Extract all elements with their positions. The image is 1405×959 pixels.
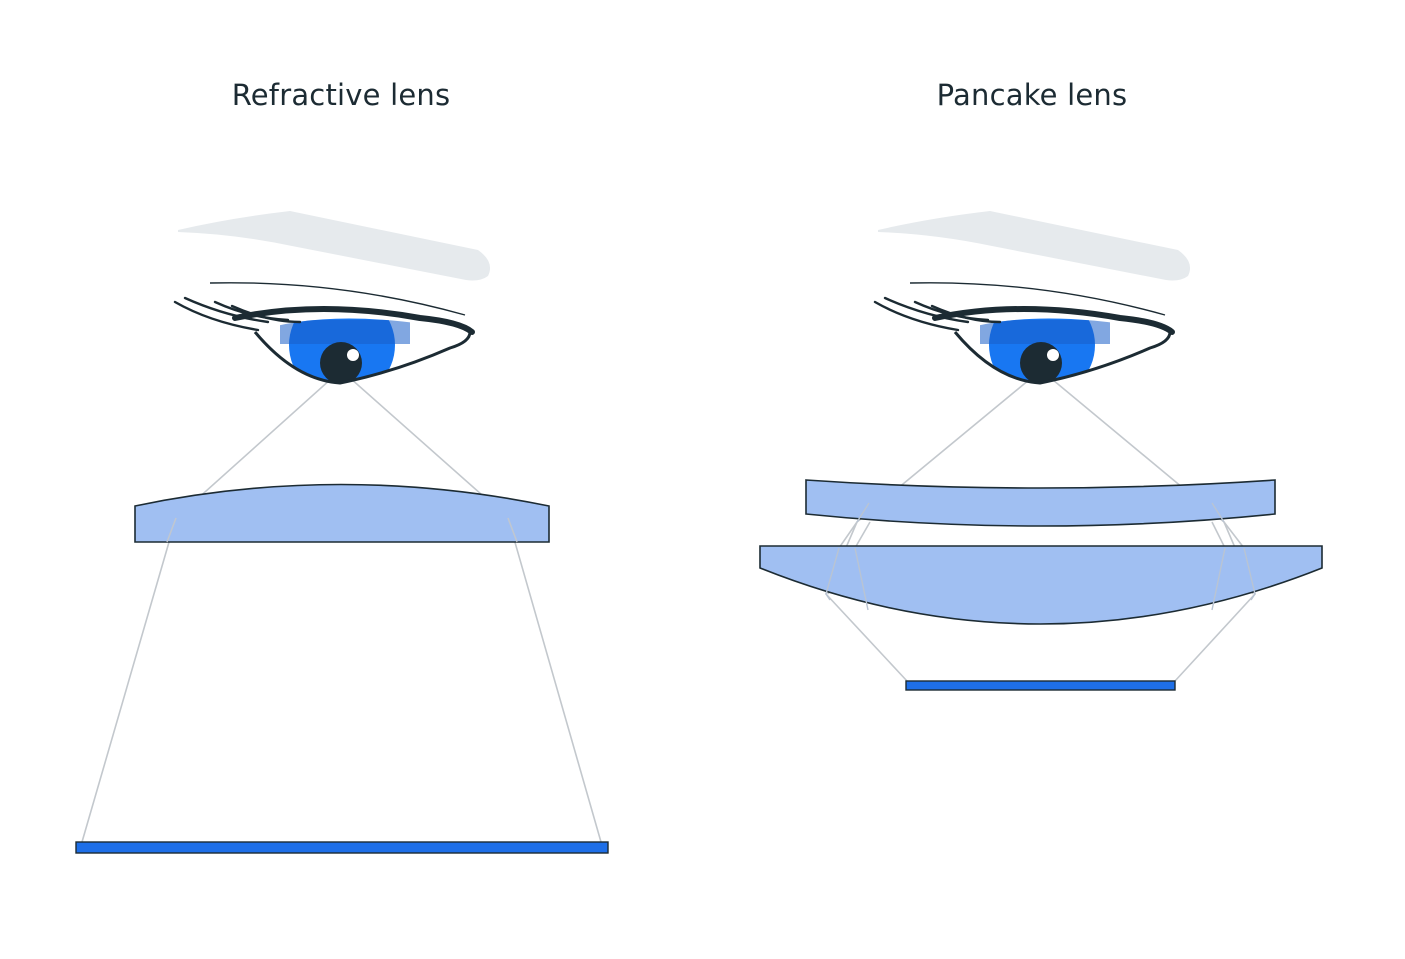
light-ray-lens-segment-left <box>166 517 177 543</box>
eyebrow-icon <box>178 211 491 281</box>
pancake-lens-panel <box>759 211 1323 691</box>
display-panel-right <box>905 680 1176 691</box>
eye-highlight <box>1047 349 1059 361</box>
display-panel-left <box>75 841 609 854</box>
light-ray-left-outer-b <box>340 369 602 843</box>
light-rays-left <box>81 369 602 843</box>
refractive-lens-title: Refractive lens <box>231 78 451 112</box>
eye-icon <box>173 282 475 385</box>
refractive-lens <box>134 483 550 543</box>
eye-highlight <box>347 349 359 361</box>
eyebrow-icon <box>878 211 1191 281</box>
light-ray-left-outer-a <box>81 369 342 843</box>
light-ray-lens-segment-right <box>507 517 518 543</box>
pancake-upper-lens <box>805 479 1276 527</box>
eyelashes <box>873 296 1002 332</box>
pupil <box>320 342 362 383</box>
refractive-lens-panel <box>75 211 609 854</box>
pancake-lens-title: Pancake lens <box>936 78 1128 112</box>
pupil <box>1020 342 1062 383</box>
eye-icon <box>873 282 1175 385</box>
eyelashes <box>173 296 302 332</box>
